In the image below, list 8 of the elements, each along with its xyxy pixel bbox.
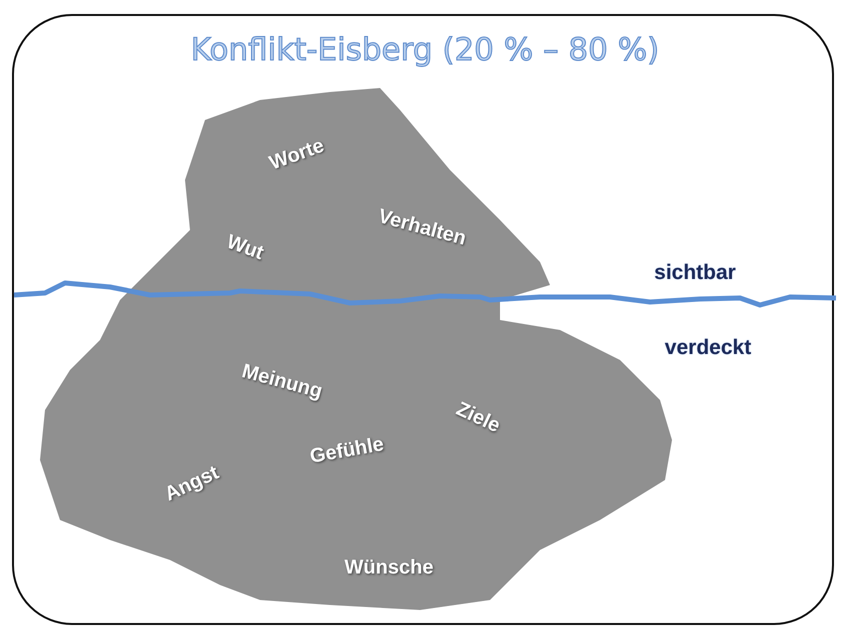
iceberg-word: Wünsche [344,556,434,580]
diagram-title: Konflikt-Eisberg (20 % – 80 %) [190,32,660,68]
iceberg-word: Worte [266,134,328,176]
iceberg-word: Wut [224,230,266,266]
zone-label: verdeckt [664,336,752,360]
iceberg-word: Gefühle [308,433,386,469]
iceberg-word: Ziele [452,398,504,438]
zone-label: sichtbar [654,261,736,285]
